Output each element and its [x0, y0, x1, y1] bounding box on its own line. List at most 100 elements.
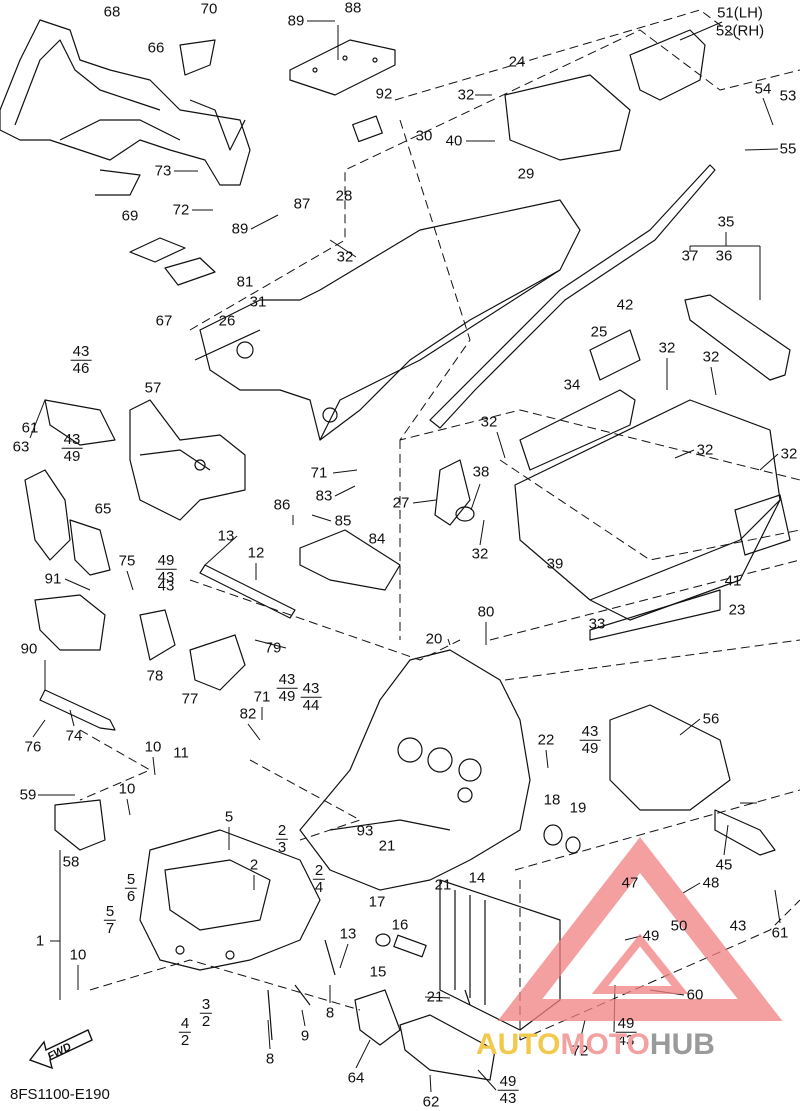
- callout-92: 92: [375, 85, 393, 103]
- callout-19: 19: [569, 799, 587, 817]
- plate-84: [299, 529, 401, 591]
- callout-80: 80: [477, 603, 495, 621]
- rail-35: [684, 294, 791, 381]
- sleeve-15: [393, 934, 427, 958]
- lower-frame-1: [139, 829, 321, 971]
- callout-81: 81: [236, 273, 254, 291]
- callout-43b: 43: [729, 917, 747, 935]
- callout-62: 62: [422, 1093, 440, 1111]
- guard-65: [69, 519, 111, 576]
- callout-85: 85: [334, 512, 352, 530]
- callout-72a: 72: [172, 201, 190, 219]
- callout-65: 65: [94, 500, 112, 518]
- callout-17: 17: [368, 893, 386, 911]
- watermark-inner-icon: [591, 933, 689, 994]
- fraction-denominator: 6: [126, 887, 136, 905]
- callout-83: 83: [315, 487, 333, 505]
- frame-panels-39-33: [514, 399, 791, 641]
- callout-78: 78: [146, 667, 164, 685]
- callout-31: 31: [249, 293, 267, 311]
- watermark-part-2: MOTO: [560, 1028, 650, 1061]
- callout-16: 16: [391, 916, 409, 934]
- callout-28: 28: [335, 187, 353, 205]
- callout-32g: 32: [780, 445, 798, 463]
- callout-52: 52(RH): [715, 22, 765, 40]
- assembly-boundaries: [79, 9, 800, 1041]
- callout-42: 42: [616, 296, 634, 314]
- callout-43a: 43: [157, 577, 175, 595]
- callout-10c: 10: [69, 946, 87, 964]
- catalog-code: 8FS1100-E190: [10, 1086, 110, 1103]
- callout-73: 73: [154, 162, 172, 180]
- callout-84: 84: [368, 530, 386, 548]
- callout-32a: 32: [457, 86, 475, 104]
- callout-76: 76: [24, 738, 42, 756]
- callout-39: 39: [546, 555, 564, 573]
- callout-26: 26: [218, 312, 236, 330]
- callout-22: 22: [537, 731, 555, 749]
- bracket-56: [609, 704, 731, 811]
- fraction-numerator: 43: [300, 679, 322, 698]
- fraction-numerator: 2: [275, 821, 289, 840]
- callout-32c: 32: [658, 339, 676, 357]
- callout-75: 75: [118, 552, 136, 570]
- callout-87: 87: [293, 195, 311, 213]
- callout-13a: 13: [217, 527, 235, 545]
- front-brace-assembly: [0, 19, 251, 196]
- callout-14: 14: [468, 869, 486, 887]
- fraction-numerator: 49: [497, 1072, 519, 1091]
- bracket-58: [54, 799, 106, 851]
- fraction-denominator: 44: [302, 696, 320, 714]
- arm-62: [399, 1014, 496, 1081]
- washer-38: [455, 506, 475, 522]
- tunnel-frame-31: [194, 199, 581, 441]
- callout-32e: 32: [480, 413, 498, 431]
- forward-arrow-icon: [28, 1029, 93, 1070]
- callout-72b: 72: [571, 1042, 589, 1060]
- callout-21a: 21: [378, 837, 396, 855]
- callout-32h: 32: [471, 545, 489, 563]
- bracket-45: [714, 809, 776, 856]
- bracket-78: [139, 609, 176, 661]
- watermark-part-1: AUTO: [476, 1028, 561, 1061]
- bolts: [267, 939, 471, 1041]
- fraction-numerator: 2: [312, 861, 326, 880]
- callout-50: 50: [670, 917, 688, 935]
- fraction-denominator: 3: [277, 838, 287, 856]
- callout-36: 36: [715, 247, 733, 265]
- fraction-denominator: 7: [105, 919, 115, 937]
- callout-86: 86: [273, 496, 291, 514]
- callout-89b: 89: [231, 220, 249, 238]
- callout-30: 30: [415, 127, 433, 145]
- callout-61a: 61: [21, 419, 39, 437]
- plate-24: [504, 74, 631, 161]
- watermark-logo-icon: [497, 837, 783, 1021]
- callout-38: 38: [472, 463, 490, 481]
- callout-27: 27: [392, 494, 410, 512]
- callout-66: 66: [147, 39, 165, 57]
- fraction-denominator: 46: [72, 359, 90, 377]
- bracket-27: [434, 459, 471, 526]
- fraction-denominator: 43: [157, 568, 175, 586]
- bracket-42: [589, 329, 641, 381]
- fraction-denominator: 4: [314, 878, 324, 896]
- callout-58: 58: [62, 853, 80, 871]
- callout-35: 35: [717, 213, 735, 231]
- callout-25: 25: [590, 323, 608, 341]
- callout-79: 79: [264, 639, 282, 657]
- fraction-denominator: 43: [499, 1089, 517, 1107]
- guard-90: [34, 594, 106, 651]
- callout-5a: 5: [224, 808, 234, 826]
- callout-48: 48: [702, 874, 720, 892]
- callout-11: 11: [173, 744, 189, 762]
- callout-53: 53: [779, 87, 797, 105]
